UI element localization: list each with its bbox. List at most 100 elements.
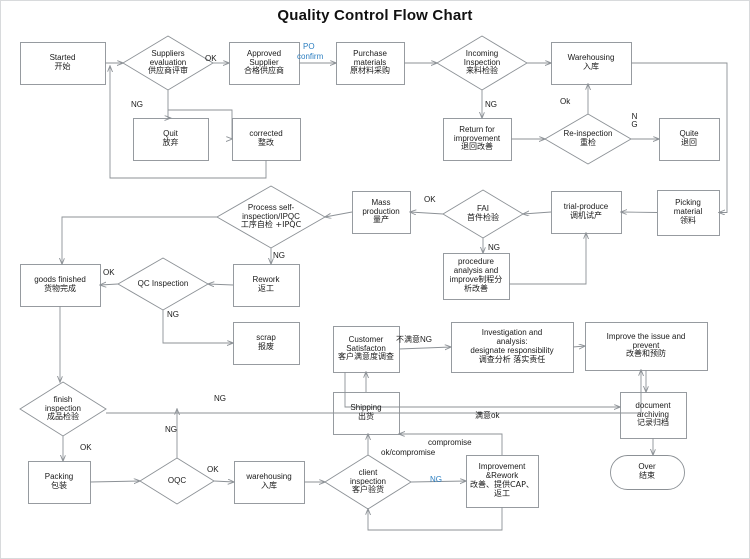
connector-34 (368, 507, 503, 531)
edge-label-ok-compromise: ok/compromise (381, 448, 436, 457)
edge-label-ng-fai: NG (488, 243, 500, 252)
connector-36 (398, 347, 451, 349)
edge-label-ok-oqc: OK (207, 465, 219, 474)
connector-27 (213, 481, 234, 482)
edge-label-ng-qc: NG (167, 310, 179, 319)
edge-label-ok-fai: OK (424, 195, 436, 204)
node-label-qc_inspection: QC Inspection (137, 278, 189, 288)
node-oqc[interactable]: OQC (140, 458, 214, 504)
edge-label-ok-satisfied: 满意ok (475, 411, 500, 420)
node-label-oqc: OQC (167, 475, 187, 485)
connector-18 (509, 233, 586, 285)
edge-label-ok-supplier: OK (205, 54, 217, 63)
connector-15 (410, 212, 444, 214)
connector-37 (572, 346, 585, 347)
connector-19 (62, 216, 217, 264)
edge-label-ng-process-self: NG (273, 251, 285, 260)
edge-label-ng-finish: NG (214, 394, 226, 403)
node-qc_inspection[interactable]: QC Inspection (118, 258, 208, 310)
edge-label-ok-qc: OK (103, 268, 115, 277)
edge-label-ng-suppliers: NG (131, 100, 143, 109)
connector-5 (168, 90, 171, 118)
edge-label-ng-reinspection: N G (631, 112, 638, 130)
edge-label-po-confirm-1: PO (303, 42, 315, 51)
connector-21 (208, 284, 234, 285)
connector-14 (523, 212, 552, 214)
edge-label-ok-finish: OK (80, 443, 92, 452)
edge-label-ok-reinspection: Ok (560, 97, 571, 106)
edge-label-ng-incoming: NG (485, 100, 497, 109)
edge-label-ng-client: NG (430, 475, 442, 484)
edge-label-ng-customer: 不满意NG (396, 335, 432, 344)
connector-16 (325, 211, 353, 217)
edge-label-po-confirm-2: confirm (297, 52, 324, 61)
connector-26 (89, 481, 140, 482)
connector-22 (100, 284, 119, 285)
edge-label-compromise: compromise (428, 438, 472, 447)
edge-label-ng-oqc: NG (165, 425, 177, 434)
